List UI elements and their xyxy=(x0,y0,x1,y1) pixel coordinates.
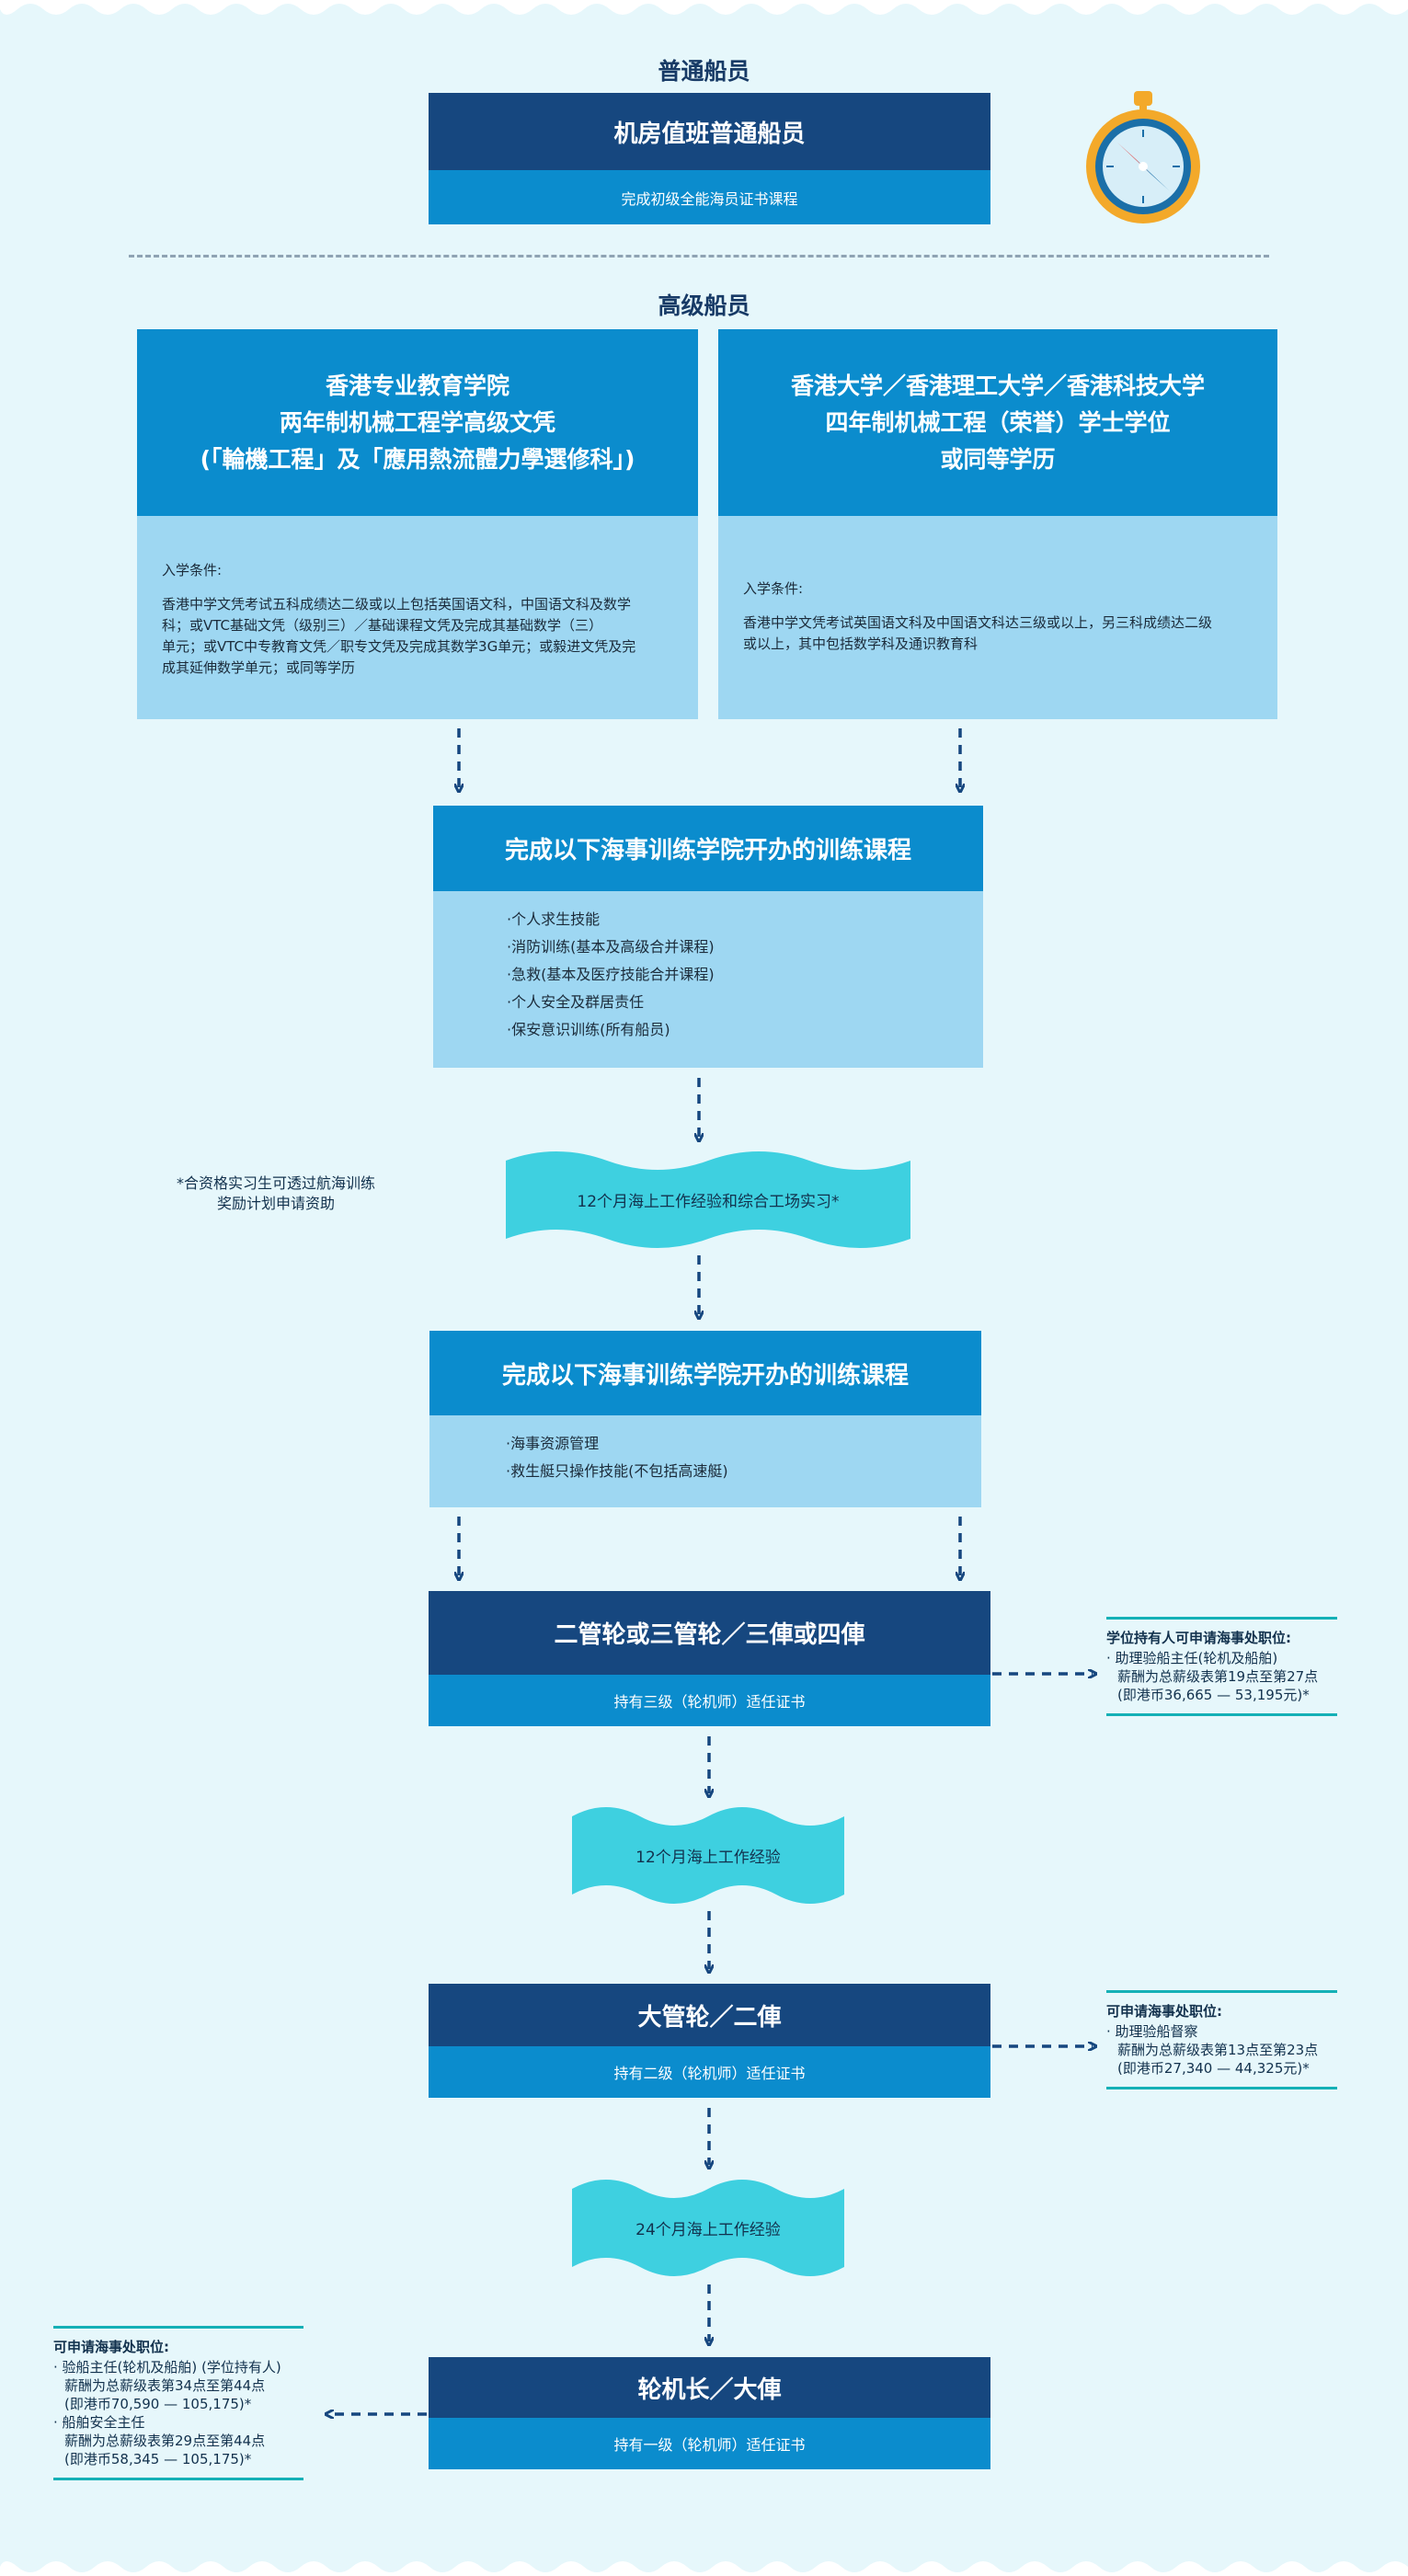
job-salary: 薪酬为总薪级表第34点至第44点 xyxy=(64,2377,266,2394)
wave-banner-3-label: 24个月海上工作经验 xyxy=(635,2221,781,2239)
job-name: 验船主任(轮机及船舶) (学位持有人) xyxy=(62,2359,281,2376)
training-1-item: ·保安意识训练(所有船员) xyxy=(507,1021,670,1038)
training-1-title-box: 完成以下海事训练学院开办的训练课程 xyxy=(433,806,983,891)
wave-banner-1-label: 12个月海上工作经验和综合工场实习* xyxy=(577,1193,840,1211)
cadet-note-line: 奖励计划申请资助 xyxy=(216,1195,335,1212)
training-2-item: ·海事资源管理 xyxy=(506,1435,600,1452)
ive-req-line: 科；或VTC基础文凭（级别三）／基础课程文凭及完成其基础数学（三） xyxy=(162,617,603,634)
rank-2-note-item: · 助理验船督察 xyxy=(1106,2023,1198,2040)
rank-1-cert-text: 持有三级（轮机师）适任证书 xyxy=(613,1693,806,1711)
ive-diploma-box: 香港专业教育学院 两年制机械工程学高级文凭 (「輪機工程」及「應用熱流體力學選修… xyxy=(137,329,698,516)
rank-3-title: 轮机长／大俥 xyxy=(637,2376,782,2404)
rank-1-job-note: 学位持有人可申请海事处职位: · 助理验船主任(轮机及船舶) 薪酬为总薪级表第1… xyxy=(1106,1617,1337,1716)
rank-2-certificate: 持有二级（轮机师）适任证书 xyxy=(429,2046,990,2098)
ive-req-label: 入学条件: xyxy=(162,562,223,578)
bottom-wave-edge xyxy=(0,2561,1408,2576)
job-name: 船舶安全主任 xyxy=(62,2414,145,2431)
ordinary-requirement-text: 完成初级全能海员证书课程 xyxy=(621,189,798,208)
rank-3-job-note: 可申请海事处职位: · 验船主任(轮机及船舶) (学位持有人) 薪酬为总薪级表第… xyxy=(53,2326,303,2480)
rank-3-note-title: 可申请海事处职位: xyxy=(53,2339,169,2355)
training-2-title-box: 完成以下海事训练学院开办的训练课程 xyxy=(429,1331,981,1415)
training-1-list: ·个人求生技能 ·消防训练(基本及高级合并课程) ·急救(基本及医疗技能合并课程… xyxy=(433,891,983,1068)
ordinary-rank-box: 机房值班普通船员 xyxy=(429,93,990,170)
rank-3-note-item: · 验船主任(轮机及船舶) (学位持有人) xyxy=(53,2359,281,2376)
wave-banner-2-label: 12个月海上工作经验 xyxy=(635,1849,781,1867)
training-1-item: ·个人安全及群居责任 xyxy=(507,993,645,1011)
degree-title-line-2: 四年制机械工程（荣誉）学士学位 xyxy=(825,408,1171,436)
ive-req-line: 成其延伸数学单元；或同等学历 xyxy=(162,659,356,676)
rank-2-box: 大管轮／二俥 xyxy=(429,1984,990,2046)
ive-title-line-3: (「輪機工程」及「應用熱流體力學選修科」) xyxy=(200,445,635,473)
top-wave-edge xyxy=(0,0,1408,15)
degree-req-line: 香港中学文凭考试英国语文科及中国语文科达三级或以上，另三科成绩达二级 xyxy=(743,614,1213,631)
training-1-item: ·急救(基本及医疗技能合并课程) xyxy=(507,966,715,983)
rank-1-box: 二管轮或三管轮／三俥或四俥 xyxy=(429,1591,990,1675)
ive-title-line-1: 香港专业教育学院 xyxy=(325,372,509,399)
training-2-list: ·海事资源管理 ·救生艇只操作技能(不包括高速艇) xyxy=(429,1415,981,1507)
cadet-note-line: *合资格实习生可透过航海训练 xyxy=(176,1174,375,1192)
ordinary-section-title: 普通船员 xyxy=(658,58,750,85)
job-salary-range: (即港币36,665 — 53,195元)* xyxy=(1117,1687,1310,1703)
job-salary-range: (即港币70,590 — 105,175)* xyxy=(64,2396,252,2412)
ordinary-rank-title: 机房值班普通船员 xyxy=(613,120,806,148)
ordinary-requirement: 完成初级全能海员证书课程 xyxy=(429,170,990,224)
rank-1-note-title: 学位持有人可申请海事处职位: xyxy=(1106,1630,1291,1646)
training-1-item: ·个人求生技能 xyxy=(507,910,601,928)
wave-banner-2 xyxy=(572,1807,844,1904)
training-1-item: ·消防训练(基本及高级合并课程) xyxy=(507,938,715,956)
wave-banner-3 xyxy=(572,2180,844,2276)
rank-2-cert-text: 持有二级（轮机师）适任证书 xyxy=(613,2065,806,2082)
job-name: 助理验船主任(轮机及船舶) xyxy=(1115,1650,1278,1666)
cadet-subsidy-note: *合资格实习生可透过航海训练 奖励计划申请资助 xyxy=(138,1174,414,1214)
job-salary-range: (即港币58,345 — 105,175)* xyxy=(64,2451,252,2467)
rank-3-certificate: 持有一级（轮机师）适任证书 xyxy=(429,2418,990,2469)
rank-3-cert-text: 持有一级（轮机师）适任证书 xyxy=(613,2436,806,2454)
degree-title-line-3: 或同等学历 xyxy=(940,445,1056,473)
ive-req-line: 香港中学文凭考试五科成绩达二级或以上包括英国语文科，中国语文科及数学 xyxy=(162,596,632,613)
ive-req-line: 单元；或VTC中专教育文凭／职专文凭及完成其数学3G单元；或毅进文凭及完 xyxy=(162,638,636,655)
degree-box: 香港大学／香港理工大学／香港科技大学 四年制机械工程（荣誉）学士学位 或同等学历 xyxy=(718,329,1277,516)
compass-icon xyxy=(1086,91,1200,223)
training-2-item: ·救生艇只操作技能(不包括高速艇) xyxy=(506,1462,728,1480)
job-salary: 薪酬为总薪级表第13点至第23点 xyxy=(1117,2042,1319,2058)
training-2-title: 完成以下海事训练学院开办的训练课程 xyxy=(501,1361,909,1390)
job-salary-range: (即港币27,340 — 44,325元)* xyxy=(1117,2060,1310,2077)
rank-1-title: 二管轮或三管轮／三俥或四俥 xyxy=(554,1621,865,1649)
job-salary: 薪酬为总薪级表第19点至第27点 xyxy=(1117,1668,1319,1685)
senior-section-title: 高级船员 xyxy=(658,292,750,319)
section-divider xyxy=(129,255,1269,258)
job-name: 助理验船督察 xyxy=(1115,2023,1198,2040)
degree-requirements-panel: 入学条件: 香港中学文凭考试英国语文科及中国语文科达三级或以上，另三科成绩达二级… xyxy=(718,516,1277,719)
rank-3-note-item: · 船舶安全主任 xyxy=(53,2414,145,2431)
rank-2-job-note: 可申请海事处职位: · 助理验船督察 薪酬为总薪级表第13点至第23点 (即港币… xyxy=(1106,1990,1337,2089)
rank-2-note-title: 可申请海事处职位: xyxy=(1106,2003,1222,2020)
rank-1-note-item: · 助理验船主任(轮机及船舶) xyxy=(1106,1650,1278,1666)
rank-1-certificate: 持有三级（轮机师）适任证书 xyxy=(429,1675,990,1726)
training-1-title: 完成以下海事训练学院开办的训练课程 xyxy=(504,837,911,864)
rank-3-box: 轮机长／大俥 xyxy=(429,2357,990,2418)
ive-title-line-2: 两年制机械工程学高级文凭 xyxy=(279,408,555,436)
degree-req-line: 或以上，其中包括数学科及通识教育科 xyxy=(743,635,979,652)
job-salary: 薪酬为总薪级表第29点至第44点 xyxy=(64,2433,266,2449)
degree-title-line-1: 香港大学／香港理工大学／香港科技大学 xyxy=(790,372,1205,399)
ive-requirements-panel: 入学条件: 香港中学文凭考试五科成绩达二级或以上包括英国语文科，中国语文科及数学… xyxy=(137,516,698,719)
wave-banner-1 xyxy=(506,1151,910,1248)
rank-2-title: 大管轮／二俥 xyxy=(637,2003,782,2032)
degree-req-label: 入学条件: xyxy=(743,580,804,597)
